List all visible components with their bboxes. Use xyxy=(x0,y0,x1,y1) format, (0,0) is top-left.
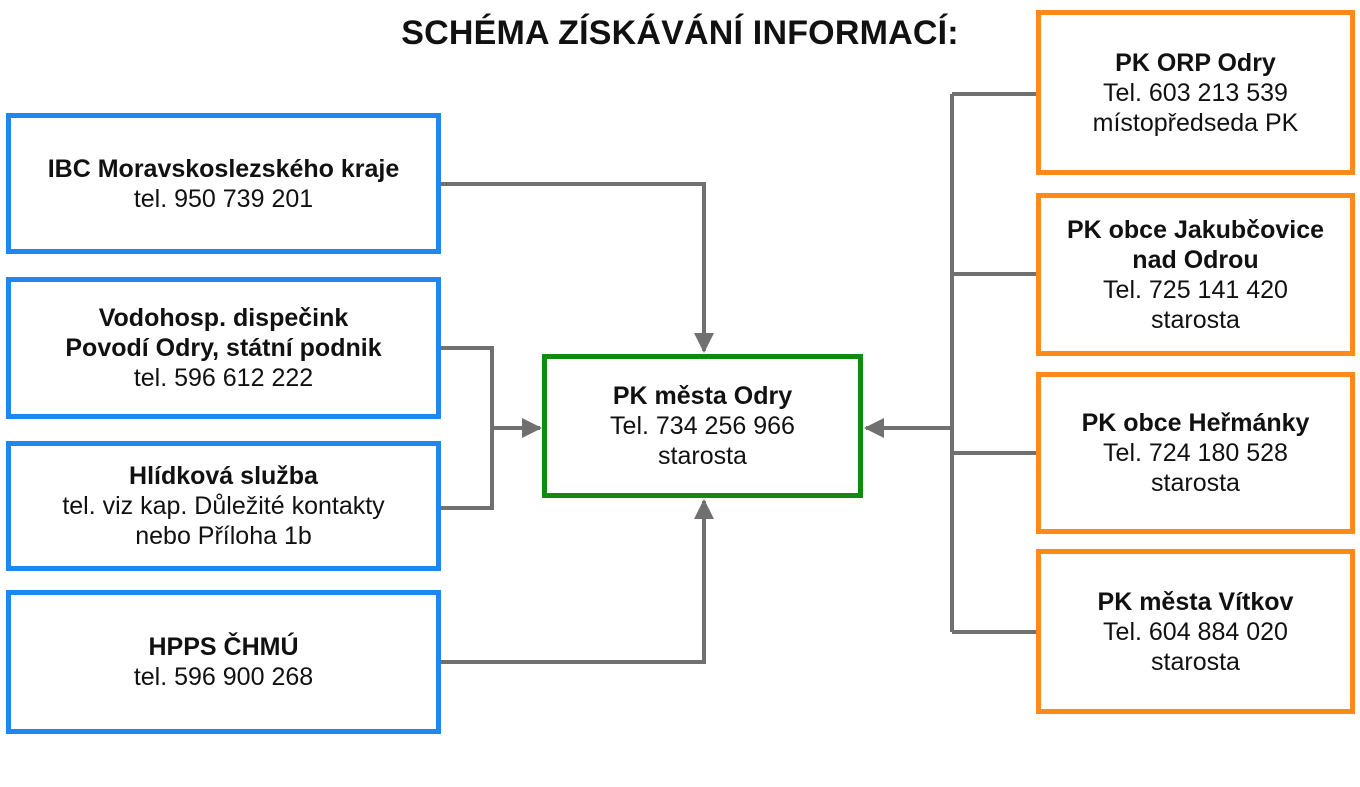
contact-phone: Tel. 724 180 528 xyxy=(1103,439,1288,467)
contact-box-hermanky: PK obce Heřmánky Tel. 724 180 528 staros… xyxy=(1036,372,1355,534)
contact-box-jakubcovice: PK obce Jakubčovice nad Odrou Tel. 725 1… xyxy=(1036,193,1355,356)
contact-name-line2: nad Odrou xyxy=(1132,245,1259,274)
source-phone: tel. 950 739 201 xyxy=(133,184,314,213)
source-phone: tel. 596 900 268 xyxy=(133,663,314,691)
source-name-line1: Vodohosp. dispečink xyxy=(98,304,349,332)
contact-name: PK obce Heřmánky xyxy=(1081,409,1310,437)
center-box-pk-odry: PK města Odry Tel. 734 256 966 starosta xyxy=(542,354,863,498)
contact-phone: Tel. 604 884 020 xyxy=(1103,617,1288,646)
contact-role: starosta xyxy=(1151,469,1240,497)
contact-name: PK města Vítkov xyxy=(1097,587,1294,616)
source-name-line2: Povodí Odry, státní podnik xyxy=(65,334,382,362)
source-phone-line1: tel. viz kap. Důležité kontakty xyxy=(62,492,385,520)
source-box-ibc: IBC Moravskoslezského kraje tel. 950 739… xyxy=(6,113,441,254)
contact-role: místopředseda PK xyxy=(1092,108,1299,137)
source-box-vodohosp: Vodohosp. dispečink Povodí Odry, státní … xyxy=(6,277,441,419)
diagram-title: SCHÉMA ZÍSKÁVÁNÍ INFORMACÍ: xyxy=(401,14,959,52)
connector-ibc-to-center xyxy=(441,182,714,353)
source-phone: tel. 596 612 222 xyxy=(133,364,314,392)
source-name: IBC Moravskoslezského kraje xyxy=(47,154,400,183)
contact-box-vitkov: PK města Vítkov Tel. 604 884 020 starost… xyxy=(1036,549,1355,714)
center-role: starosta xyxy=(658,442,747,470)
source-box-hpps: HPPS ČHMÚ tel. 596 900 268 xyxy=(6,590,441,734)
connector-hpps-to-center xyxy=(441,499,714,664)
contact-role: starosta xyxy=(1151,647,1240,676)
contact-role: starosta xyxy=(1151,305,1240,334)
source-name: Hlídková služba xyxy=(129,462,318,490)
center-phone: Tel. 734 256 966 xyxy=(610,412,795,440)
center-name: PK města Odry xyxy=(612,382,793,410)
source-box-hlidkova: Hlídková služba tel. viz kap. Důležité k… xyxy=(6,441,441,571)
source-name: HPPS ČHMÚ xyxy=(148,633,299,661)
contact-phone: Tel. 603 213 539 xyxy=(1103,78,1288,107)
contact-name-line1: PK obce Jakubčovice xyxy=(1066,215,1325,244)
contact-name: PK ORP Odry xyxy=(1115,48,1276,77)
contact-box-orp-odry: PK ORP Odry Tel. 603 213 539 místopředse… xyxy=(1036,10,1355,175)
connector-vodo-branch xyxy=(441,346,494,510)
contact-phone: Tel. 725 141 420 xyxy=(1103,275,1288,304)
source-phone-line2: nebo Příloha 1b xyxy=(135,522,312,550)
